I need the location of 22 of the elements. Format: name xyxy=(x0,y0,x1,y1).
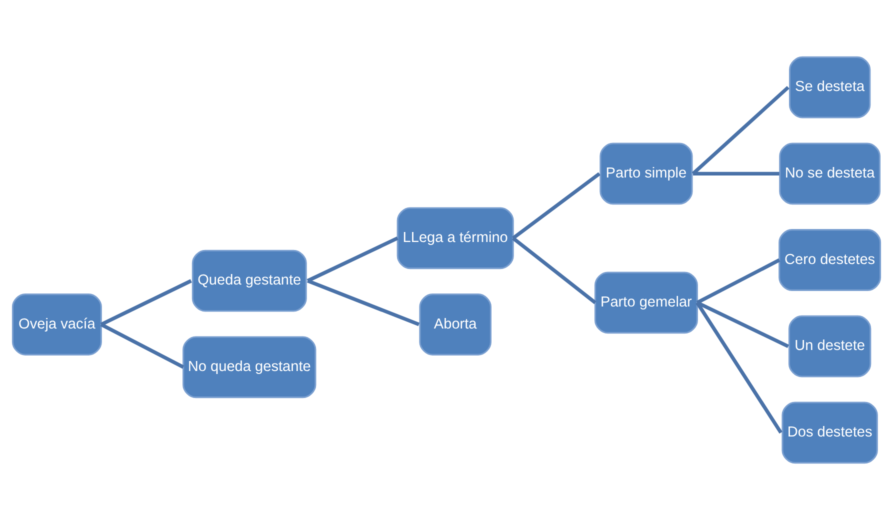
node-box: Cero destetes xyxy=(778,229,882,291)
connector xyxy=(100,322,184,369)
node-box: LLega a término xyxy=(396,207,514,270)
connector xyxy=(693,172,780,176)
connector xyxy=(696,302,782,434)
node-box: Parto simple xyxy=(600,142,693,205)
connector xyxy=(306,236,398,282)
node-box: Aborta xyxy=(419,294,492,356)
node-box: Dos destetes xyxy=(782,402,878,464)
connector xyxy=(512,172,600,240)
node-box: Queda gestante xyxy=(192,250,307,312)
node-box: Parto gemelar xyxy=(594,272,698,334)
connector xyxy=(696,258,780,304)
connector xyxy=(306,279,420,326)
node-box: Se desteta xyxy=(788,56,871,118)
connector xyxy=(692,86,790,176)
connector xyxy=(100,279,192,326)
node-box: No se desteta xyxy=(779,142,881,205)
connector xyxy=(512,236,596,304)
node-box: Un destete xyxy=(788,315,872,378)
node-box: No queda gestante xyxy=(182,336,316,398)
node-box: Oveja vacía xyxy=(12,294,102,356)
